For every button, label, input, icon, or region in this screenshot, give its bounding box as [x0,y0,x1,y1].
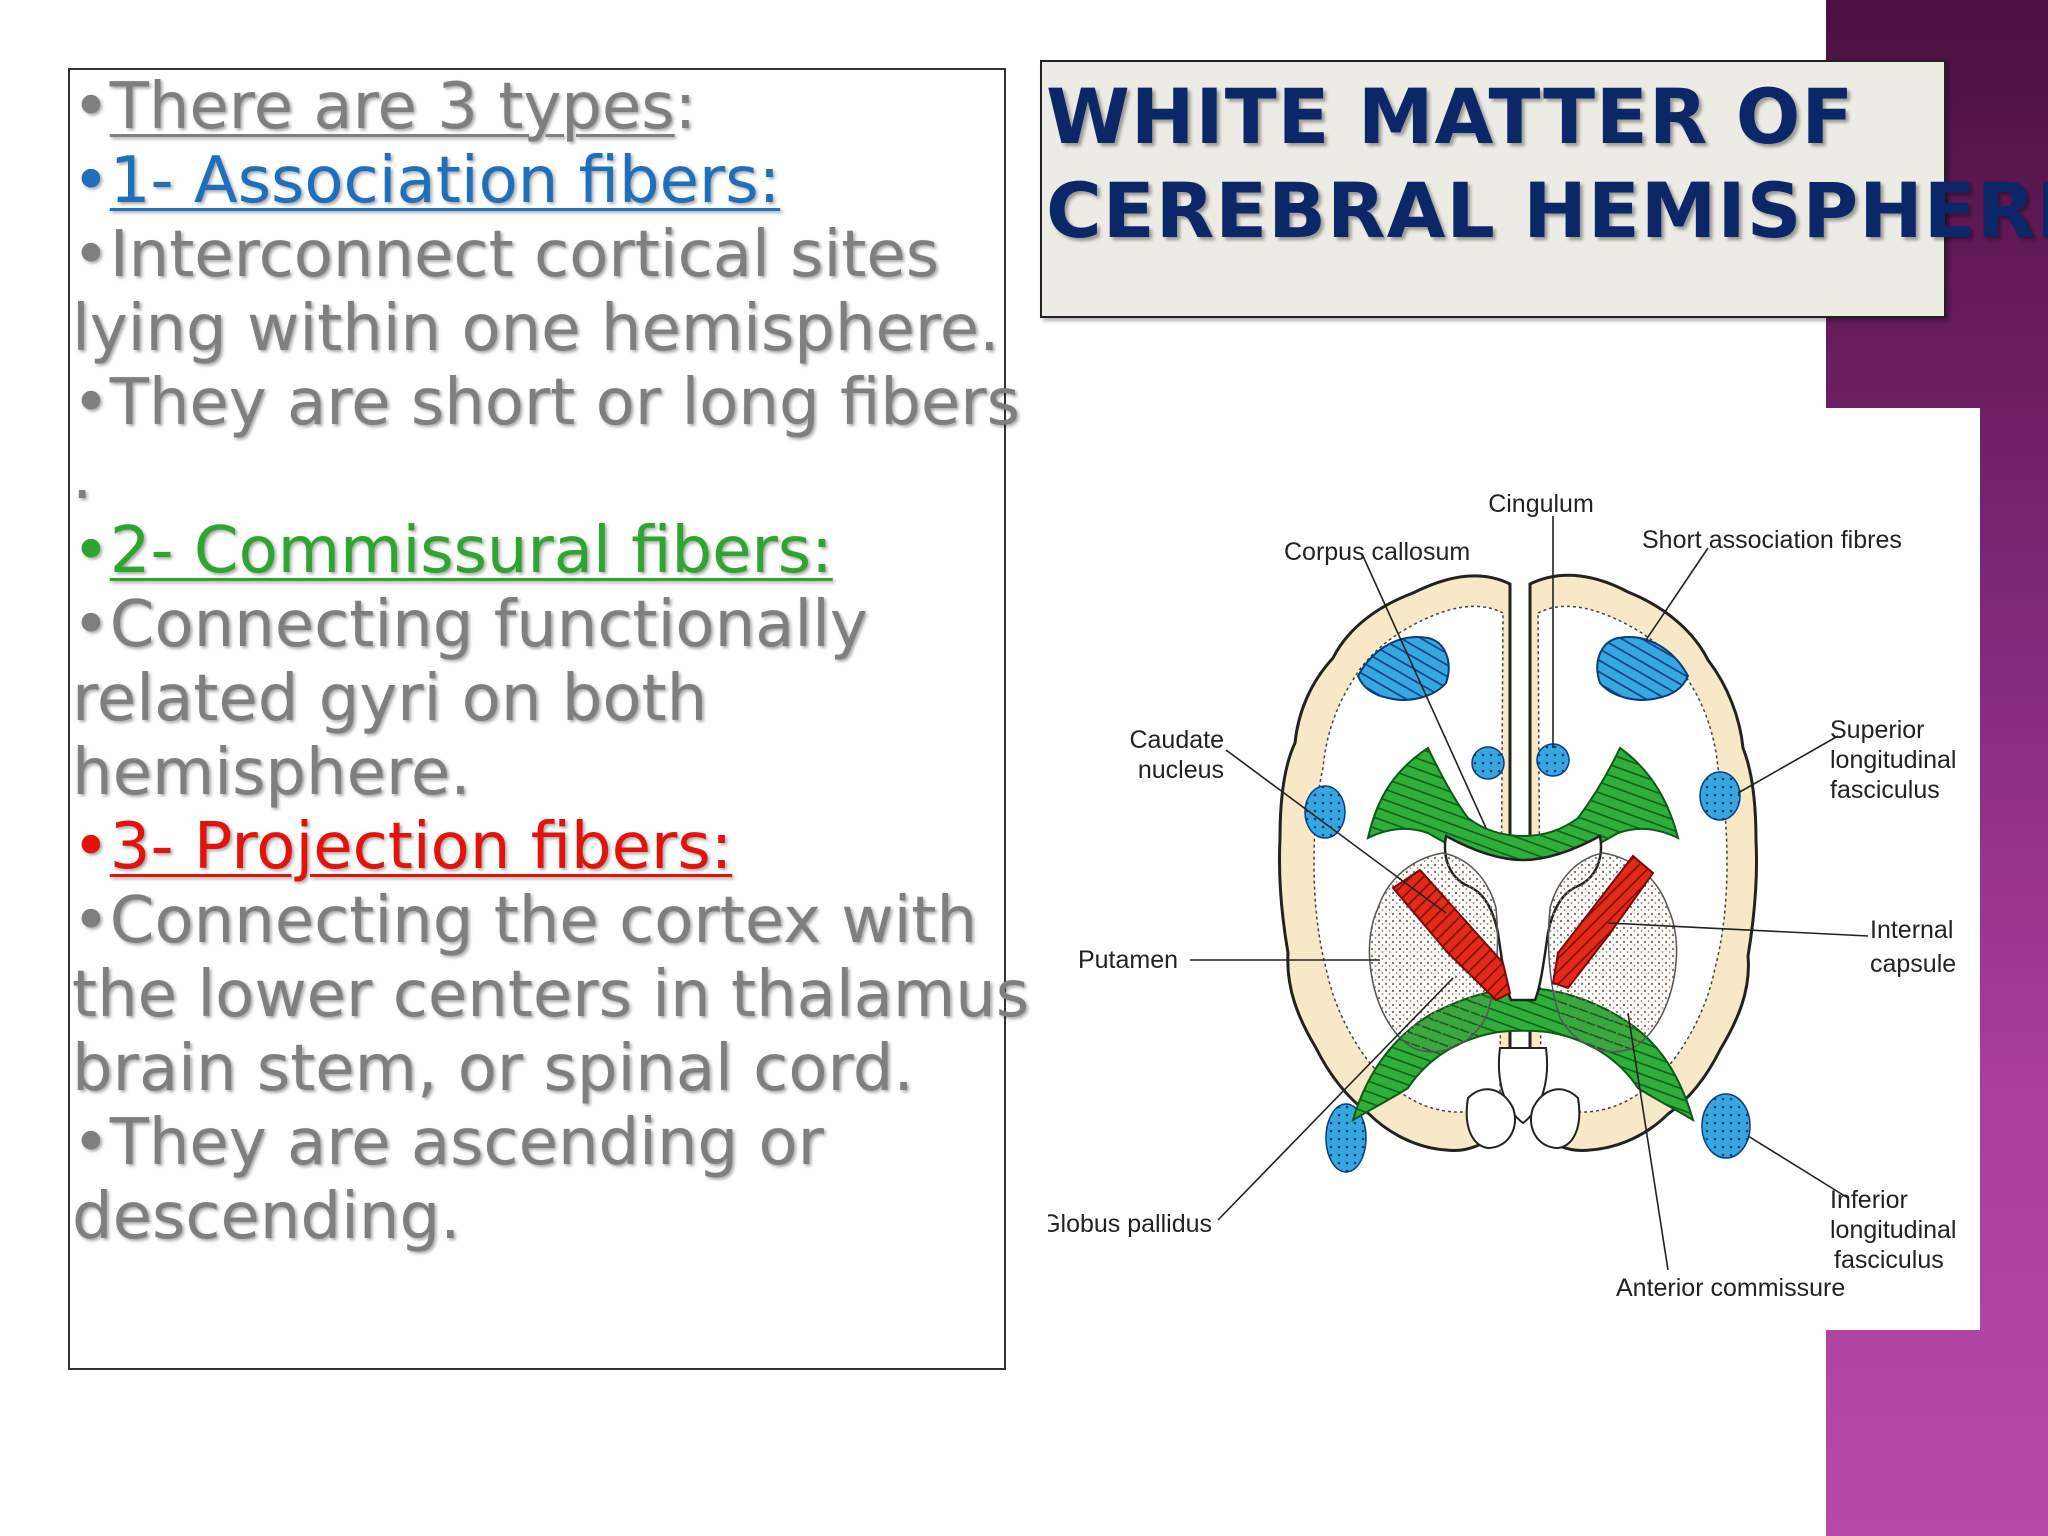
association-desc-3: •They are short or long fibers [72,366,1020,440]
commissural-desc-2: related gyri on both [72,662,708,736]
cingulum-right [1536,743,1570,777]
bullet: • [72,810,110,884]
label-corpus-callosum: Corpus callosum [1284,538,1470,566]
brain-diagram-card: Cingulum Corpus callosum Short associati… [1048,408,1980,1330]
title-line-1: WHITE MATTER OF [1046,72,1855,161]
superior-longitudinal-fasciculus-left [1304,785,1346,839]
title-line-2: CEREBRAL HEMISPHERE [1046,166,2048,255]
leader-lines [1190,516,1869,1271]
inferior-longitudinal-fasciculus-right [1701,1093,1751,1159]
association-desc-2: lying within one hemisphere. [72,292,1000,366]
commissural-desc-3: hemisphere. [72,736,471,810]
label-internal-2: capsule [1870,950,1956,978]
label-inferior-3: fasciculus [1834,1246,1944,1274]
label-internal-1: Internal [1870,916,1953,944]
association-desc-1: •Interconnect cortical sites [72,218,940,292]
label-globus-pallidus: Globus pallidus [1048,1210,1212,1238]
inferior-longitudinal-fasciculus-left [1325,1103,1367,1173]
hippocampal-region [1465,1088,1581,1150]
label-superior-3: fasciculus [1830,776,1940,804]
label-superior-1: Superior [1830,716,1925,744]
projection-desc-2: the lower centers in thalamus [72,958,1030,1032]
label-caudate-2: nucleus [1138,756,1224,784]
commissural-desc-1: •Connecting functionally [72,588,868,662]
projection-desc-3: brain stem, or spinal cord. [72,1032,914,1106]
slide-title-box: WHITE MATTER OF CEREBRAL HEMISPHERE [1040,60,2048,318]
types-intro: There are 3 types [109,70,675,144]
commissural-heading-line: •2- Commissural fibers: [72,514,1004,588]
lentiform-nucleus-right [1547,852,1678,1053]
association-heading: 1- Association fibers: [109,144,781,218]
label-inferior-2: longitudinal [1830,1216,1957,1244]
label-putamen: Putamen [1078,946,1178,974]
internal-capsule-right [1551,854,1655,990]
content-text-box: •There are 3 types: •1- Association fibe… [68,68,1030,1370]
brain-coronal-section-diagram: Cingulum Corpus callosum Short associati… [1048,490,1957,1302]
bullet: • [72,70,110,144]
projection-desc-5: descending. [72,1180,461,1254]
association-desc-4: . [72,440,93,514]
label-caudate-1: Caudate [1129,726,1224,754]
projection-desc-4: •They are ascending or [72,1106,824,1180]
cingulum-left [1471,746,1505,780]
projection-heading: 3- Projection fibers: [109,810,733,884]
short-association-fibres-left [1356,636,1450,701]
types-colon: : [674,70,697,144]
bullet: • [72,144,110,218]
lentiform-nucleus-left [1368,852,1499,1053]
types-line: •There are 3 types: [72,70,1004,144]
label-anterior-commissure: Anterior commissure [1616,1274,1845,1302]
label-short-association-fibres: Short association fibres [1642,526,1902,554]
commissural-heading: 2- Commissural fibers: [109,514,833,588]
label-inferior-1: Inferior [1830,1186,1908,1214]
association-heading-line: •1- Association fibers: [72,144,1004,218]
bullet: • [72,514,110,588]
superior-longitudinal-fasciculus-right [1699,771,1741,821]
projection-heading-line: •3- Projection fibers: [72,810,1004,884]
label-superior-2: longitudinal [1830,746,1957,774]
short-association-fibres-right [1596,636,1690,701]
projection-desc-1: •Connecting the cortex with [72,884,978,958]
label-cingulum: Cingulum [1488,490,1594,518]
internal-capsule-left [1391,868,1512,1002]
